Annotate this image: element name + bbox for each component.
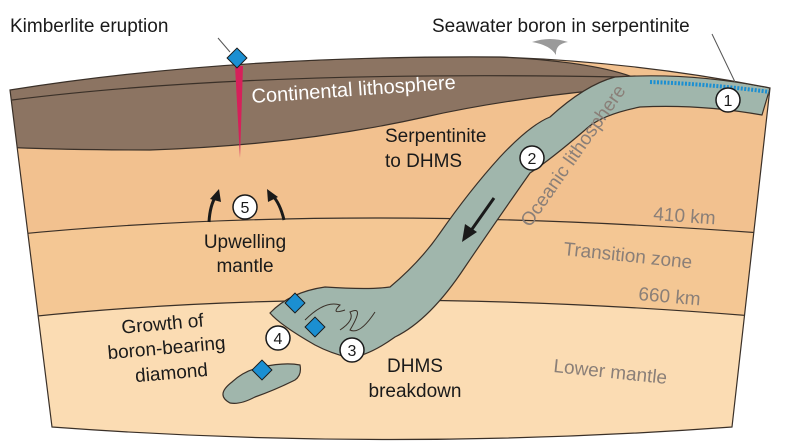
depth-410-label: 410 km	[653, 204, 717, 229]
seawater	[649, 80, 770, 94]
upwelling-mantle-label: Upwelling	[204, 232, 286, 253]
step-marker-5: 5	[232, 194, 258, 220]
section-outline	[9, 56, 771, 441]
diamond-icon	[284, 292, 306, 314]
eruption-plume-icon	[532, 39, 568, 55]
upwelling-arrow-icon	[267, 189, 286, 221]
dhms-breakdown-label: breakdown	[369, 381, 462, 402]
upwelling-mantle-label: mantle	[216, 256, 273, 277]
detached-slab-fragment	[222, 363, 302, 404]
serpentinite-label: Serpentinite	[385, 126, 486, 147]
step-marker-3: 3	[339, 337, 365, 363]
step-number: 1	[724, 93, 733, 110]
upwelling-arrow-icon	[207, 189, 221, 223]
slab-folds	[304, 303, 376, 332]
step-number: 4	[274, 331, 283, 348]
step-number: 2	[528, 151, 537, 168]
seawater-leader-line	[711, 33, 736, 83]
subduction-arrow-icon	[462, 197, 496, 242]
kimberlite-leader-line	[217, 37, 231, 53]
diamond-icon	[251, 359, 273, 381]
step-marker-1: 1	[715, 87, 741, 113]
seawater-boron-label: Seawater boron in serpentinite	[432, 16, 690, 37]
kimberlite-conduit	[235, 66, 243, 158]
step-number: 3	[348, 343, 357, 360]
diamond-icon	[304, 316, 326, 338]
step-marker-2: 2	[519, 145, 545, 171]
kimberlite-eruption-label: Kimberlite eruption	[10, 16, 168, 37]
crust-boundary	[11, 75, 621, 101]
diamond-icon	[226, 47, 248, 69]
step-marker-4: 4	[265, 325, 291, 351]
serpentinite-label: to DHMS	[385, 151, 462, 172]
dhms-breakdown-label: DHMS	[387, 356, 443, 377]
step-number: 5	[241, 200, 250, 217]
line-410	[10, 217, 770, 237]
